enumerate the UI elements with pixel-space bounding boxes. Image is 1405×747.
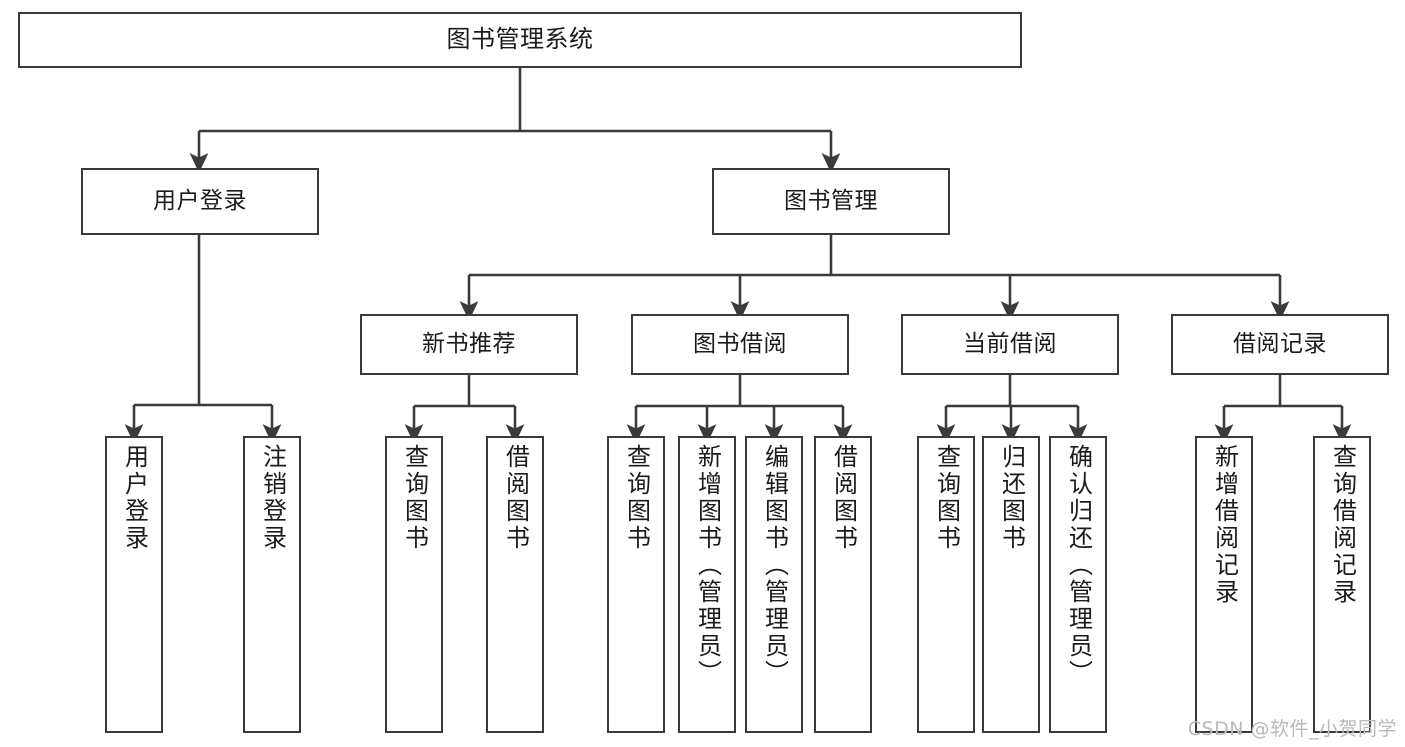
csdn-watermark: CSDN @软件_小贺同学 bbox=[1187, 718, 1397, 740]
node-label: 新增图书（管理员） bbox=[693, 444, 722, 687]
leaf-query-book-borrow[interactable]: 查询图书 bbox=[607, 436, 665, 733]
leaf-add-borrow-record[interactable]: 新增借阅记录 bbox=[1195, 436, 1253, 733]
node-current-borrow[interactable]: 当前借阅 bbox=[901, 314, 1119, 375]
leaf-query-book-recommend[interactable]: 查询图书 bbox=[385, 436, 443, 733]
node-label: 查询图书 bbox=[400, 444, 429, 552]
node-label: 图书借阅 bbox=[693, 331, 787, 358]
leaf-user-login[interactable]: 用户登录 bbox=[105, 436, 163, 733]
leaf-query-borrow-record[interactable]: 查询借阅记录 bbox=[1313, 436, 1371, 733]
node-label: 查询图书 bbox=[622, 444, 651, 552]
node-book-management[interactable]: 图书管理 bbox=[712, 168, 950, 235]
node-book-borrow[interactable]: 图书借阅 bbox=[631, 314, 849, 375]
node-root-book-management-system[interactable]: 图书管理系统 bbox=[18, 12, 1022, 68]
node-new-book-recommend[interactable]: 新书推荐 bbox=[360, 314, 578, 375]
leaf-confirm-return-admin[interactable]: 确认归还（管理员） bbox=[1049, 436, 1107, 733]
node-label: 借阅图书 bbox=[501, 444, 530, 552]
node-user-login[interactable]: 用户登录 bbox=[81, 168, 319, 235]
leaf-query-book-current[interactable]: 查询图书 bbox=[917, 436, 975, 733]
leaf-add-book-admin[interactable]: 新增图书（管理员） bbox=[678, 436, 736, 733]
node-label: 图书管理系统 bbox=[446, 25, 594, 54]
node-label: 归还图书 bbox=[997, 444, 1026, 552]
node-label: 用户登录 bbox=[153, 188, 247, 215]
node-label: 图书管理 bbox=[784, 188, 878, 215]
node-label: 借阅图书 bbox=[829, 444, 858, 552]
node-label: 新增借阅记录 bbox=[1210, 444, 1239, 606]
leaf-borrow-book-recommend[interactable]: 借阅图书 bbox=[486, 436, 544, 733]
leaf-return-book[interactable]: 归还图书 bbox=[982, 436, 1040, 733]
node-label: 用户登录 bbox=[120, 444, 149, 552]
node-borrow-record[interactable]: 借阅记录 bbox=[1171, 314, 1389, 375]
leaf-edit-book-admin[interactable]: 编辑图书（管理员） bbox=[745, 436, 803, 733]
node-label: 当前借阅 bbox=[963, 331, 1057, 358]
node-label: 借阅记录 bbox=[1233, 331, 1327, 358]
node-label: 新书推荐 bbox=[422, 331, 516, 358]
node-label: 注销登录 bbox=[258, 444, 287, 552]
node-label: 查询图书 bbox=[932, 444, 961, 552]
leaf-logout[interactable]: 注销登录 bbox=[243, 436, 301, 733]
node-label: 确认归还（管理员） bbox=[1064, 444, 1093, 687]
node-label: 编辑图书（管理员） bbox=[760, 444, 789, 687]
node-label: 查询借阅记录 bbox=[1328, 444, 1357, 606]
leaf-borrow-book[interactable]: 借阅图书 bbox=[814, 436, 872, 733]
